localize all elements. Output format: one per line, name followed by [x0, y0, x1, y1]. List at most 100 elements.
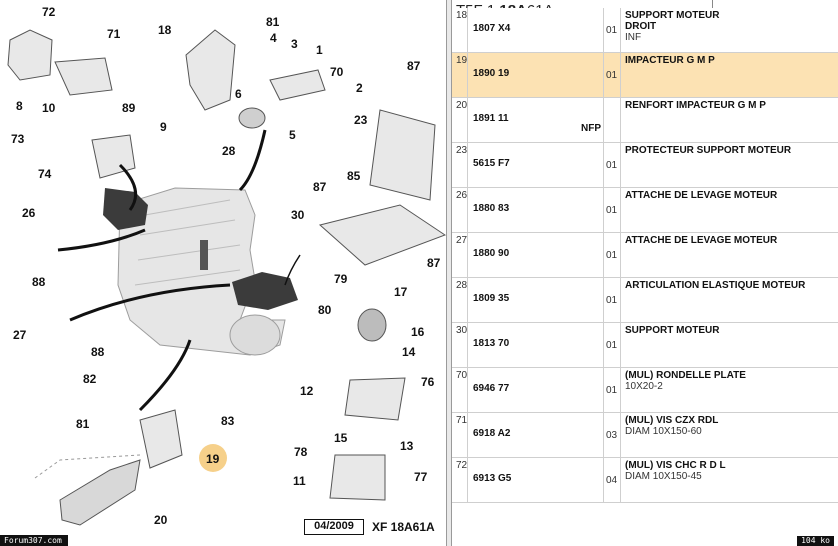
callout-79: 79	[334, 272, 348, 286]
part-quantity-cell: 03	[604, 413, 621, 457]
part-description-cell: RENFORT IMPACTEUR G M P	[622, 98, 838, 142]
callout-78: 78	[294, 445, 308, 459]
part-quantity-cell: 01	[604, 233, 621, 277]
part-reference-cell: 1809 35	[469, 278, 604, 322]
part-reference[interactable]: 1890 19	[473, 68, 510, 79]
part-description-detail: 10X20-2	[625, 381, 663, 392]
upper-mount-bracket	[185, 29, 326, 129]
callout-23: 23	[354, 113, 368, 127]
callout-13: 13	[400, 439, 414, 453]
callout-2: 2	[356, 81, 363, 95]
callout-73: 73	[11, 132, 25, 146]
part-reference-cell: 6946 77	[469, 368, 604, 412]
part-quantity: 01	[606, 340, 618, 351]
nfp-flag: NFP	[581, 123, 601, 134]
callout-12: 12	[300, 384, 314, 398]
part-line-number: 19	[452, 53, 468, 97]
part-line-number: 72	[452, 458, 468, 502]
part-reference[interactable]: 6946 77	[473, 383, 510, 394]
callout-15: 15	[334, 431, 348, 445]
part-reference-cell: 6913 G5	[469, 458, 604, 502]
callout-14: 14	[402, 345, 416, 359]
exploded-parts-diagram[interactable]: 72 71 18 81 4 3 1 70 2 8 10 89 9 73 74 6…	[0, 0, 446, 546]
callout-74: 74	[38, 167, 52, 181]
part-reference[interactable]: 1813 70	[473, 338, 510, 349]
part-line-number: 18	[452, 8, 468, 52]
part-quantity-cell: 01	[604, 368, 621, 412]
part-description: ATTACHE DE LEVAGE MOTEUR	[625, 235, 778, 246]
diagram-drawing: 72 71 18 81 4 3 1 70 2 8 10 89 9 73 74 6…	[7, 5, 446, 527]
part-description: IMPACTEUR G M P	[625, 55, 715, 66]
engine-block	[117, 187, 286, 356]
part-reference[interactable]: 1880 83	[473, 203, 510, 214]
callout-28: 28	[222, 144, 236, 158]
part-description-cell: IMPACTEUR G M P	[622, 53, 838, 97]
callout-88-a: 88	[32, 275, 46, 289]
part-description: SUPPORT MOTEUR	[625, 10, 720, 21]
callout-3: 3	[291, 37, 298, 51]
callout-19-highlight	[199, 444, 227, 472]
part-quantity: 01	[606, 70, 618, 81]
callout-76: 76	[421, 375, 435, 389]
part-quantity-cell: 01	[604, 188, 621, 232]
callout-26: 26	[22, 206, 36, 220]
part-line-number: 23	[452, 143, 468, 187]
diagram-reference: XF 18A61A	[372, 520, 435, 534]
part-description-cell: SUPPORT MOTEUR	[622, 323, 838, 367]
part-description: RENFORT IMPACTEUR G M P	[625, 100, 766, 111]
part-quantity-cell: 04	[604, 458, 621, 502]
part-reference-cell: 1890 19	[469, 53, 604, 97]
callout-4: 4	[270, 31, 277, 45]
callout-81-top: 81	[266, 15, 280, 29]
callout-6: 6	[235, 87, 242, 101]
callout-19: 19	[206, 452, 220, 466]
part-reference-cell: 1880 90	[469, 233, 604, 277]
callout-10: 10	[42, 101, 56, 115]
callout-11: 11	[293, 474, 306, 488]
part-description-cell: ATTACHE DE LEVAGE MOTEUR	[622, 233, 838, 277]
part-description-detail: DROIT	[625, 21, 657, 32]
part-reference-cell: 1807 X4	[469, 8, 604, 52]
part-line-number: 71	[452, 413, 468, 457]
callout-8: 8	[16, 99, 23, 113]
part-row[interactable]: 19 1890 19 01 IMPACTEUR G M P	[452, 53, 838, 98]
part-quantity-cell: 01	[604, 143, 621, 187]
part-reference[interactable]: 1891 11	[473, 113, 509, 124]
part-description: (MUL) RONDELLE PLATE	[625, 370, 746, 381]
part-quantity: 01	[606, 295, 618, 306]
part-quantity: 01	[606, 25, 618, 36]
part-description-cell: PROTECTEUR SUPPORT MOTEUR	[622, 143, 838, 187]
callout-16: 16	[411, 325, 425, 339]
part-reference[interactable]: 6913 G5	[473, 473, 512, 484]
callout-77: 77	[414, 470, 428, 484]
part-line-number: 26	[452, 188, 468, 232]
part-reference[interactable]: 6918 A2	[473, 428, 511, 439]
part-reference[interactable]: 1807 X4	[473, 23, 511, 34]
part-quantity-cell: 01	[604, 8, 621, 52]
callout-89: 89	[122, 101, 136, 115]
part-reference-cell: 5615 F7	[469, 143, 604, 187]
part-line-number: 70	[452, 368, 468, 412]
part-quantity-cell	[604, 98, 621, 142]
right-mount-stack	[318, 109, 446, 501]
part-reference[interactable]: 5615 F7	[473, 158, 510, 169]
part-reference[interactable]: 1809 35	[473, 293, 510, 304]
part-reference[interactable]: 1880 90	[473, 248, 510, 259]
part-description-extra: INF	[625, 32, 642, 43]
part-description: (MUL) VIS CHC R D L	[625, 460, 726, 471]
part-quantity-cell: 01	[604, 278, 621, 322]
callout-87-c: 87	[427, 256, 441, 270]
pane-splitter[interactable]	[446, 0, 452, 546]
